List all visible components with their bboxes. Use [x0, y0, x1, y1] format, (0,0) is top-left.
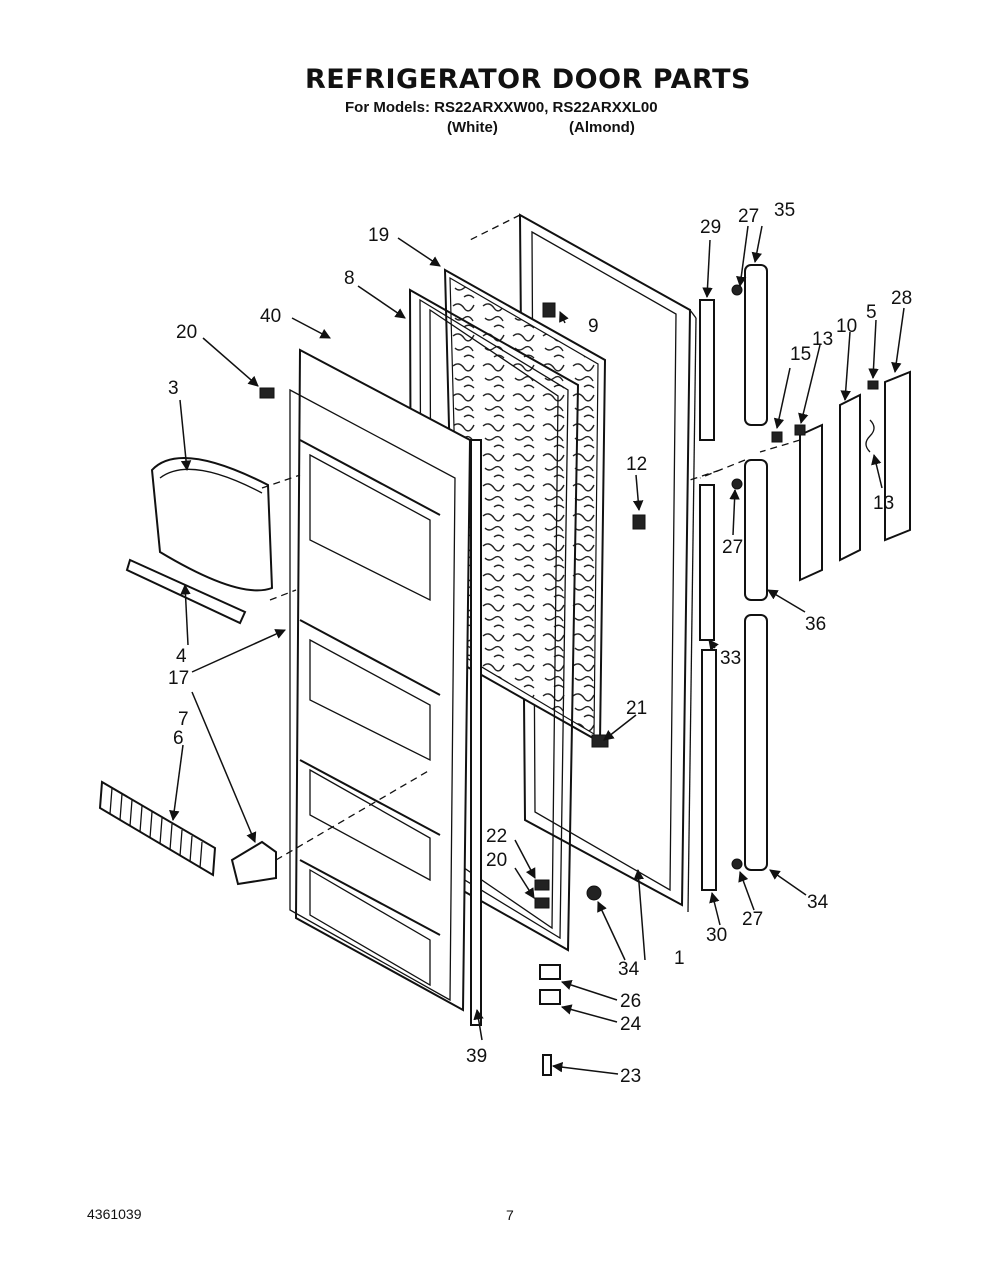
callout-30: 30 — [706, 925, 727, 946]
part-13 — [865, 419, 875, 453]
callout-34: 34 — [807, 892, 829, 913]
trim-30 — [701, 649, 717, 891]
hinge-23 — [539, 989, 561, 1005]
part-9 — [542, 302, 556, 318]
callout-labels: 19 8 40 20 3 4 17 7 6 9 12 21 22 20 34 1… — [168, 200, 912, 1087]
page-number: 7 — [506, 1207, 514, 1223]
handle-base — [799, 423, 823, 582]
callout-5: 5 — [866, 302, 877, 323]
callout-33: 33 — [720, 648, 741, 669]
dispenser-lever — [230, 840, 277, 886]
callout-3: 3 — [168, 378, 179, 399]
callout-27a: 27 — [738, 206, 759, 227]
callout-21: 22 — [486, 826, 507, 847]
callout-22: 23 — [620, 1066, 641, 1087]
models-line: For Models: RS22ARXXW00, RS22ARXXL00 — [345, 99, 658, 116]
part-20 — [534, 897, 550, 909]
part-32 — [586, 885, 602, 901]
trim-29 — [699, 299, 715, 441]
screw-27a — [731, 284, 743, 296]
grille — [98, 780, 217, 877]
trim-36 — [744, 459, 768, 601]
callout-11: 12 — [626, 454, 647, 475]
callout-36: 36 — [805, 614, 826, 635]
callout-35: 35 — [774, 200, 795, 221]
callout-20: 20 — [486, 850, 507, 871]
callout-40: 40 — [260, 306, 281, 327]
variant-white: (White) — [447, 119, 498, 136]
callout-9: 9 — [588, 316, 599, 337]
callout-39: 39 — [466, 1046, 487, 1067]
callout-arrows — [169, 225, 905, 1075]
part-15 — [771, 431, 783, 443]
callout-27b: 27 — [722, 537, 743, 558]
gasket-strip — [470, 439, 482, 1026]
part-number: 4361039 — [87, 1206, 142, 1222]
callout-10: 10 — [836, 316, 857, 337]
variant-almond: (Almond) — [569, 119, 635, 136]
screw-22 — [542, 1054, 552, 1076]
callout-27c: 27 — [742, 909, 763, 930]
screw-27c — [731, 858, 743, 870]
callout-29: 29 — [700, 217, 721, 238]
callout-28: 28 — [891, 288, 912, 309]
callout-23: 24 — [620, 1014, 642, 1035]
callout-19: 20 — [176, 322, 197, 343]
callout-1: 1 — [674, 948, 685, 969]
callout-7: 7 — [178, 709, 189, 730]
handle-piece-10 — [839, 393, 861, 562]
callout-17: 17 — [168, 668, 189, 689]
callout-4: 4 — [176, 646, 187, 667]
part-5 — [867, 380, 879, 390]
callout-12: 13 — [812, 329, 833, 350]
callout-15: 15 — [790, 344, 811, 365]
trim-34 — [744, 614, 768, 871]
part-19 — [259, 387, 275, 399]
callout-8: 8 — [344, 268, 355, 289]
part-26 — [591, 734, 609, 748]
trim-33 — [699, 484, 715, 641]
dispenser-cover — [150, 457, 274, 592]
callout-26: 21 — [626, 698, 647, 719]
part-12 — [794, 424, 806, 436]
part-21 — [534, 879, 550, 891]
part-11 — [632, 514, 646, 530]
callout-13: 13 — [873, 493, 894, 514]
hinge-24 — [539, 964, 561, 980]
callout-32: 34 — [618, 959, 640, 980]
handle-28 — [884, 370, 911, 542]
callout-18: 19 — [368, 225, 389, 246]
callout-24: 26 — [620, 991, 641, 1012]
page-title: REFRIGERATOR DOOR PARTS — [305, 64, 751, 95]
inner-door-liner — [289, 348, 472, 1012]
screw-27b — [731, 478, 743, 490]
trim-35 — [744, 264, 768, 426]
callout-6: 6 — [173, 728, 184, 749]
